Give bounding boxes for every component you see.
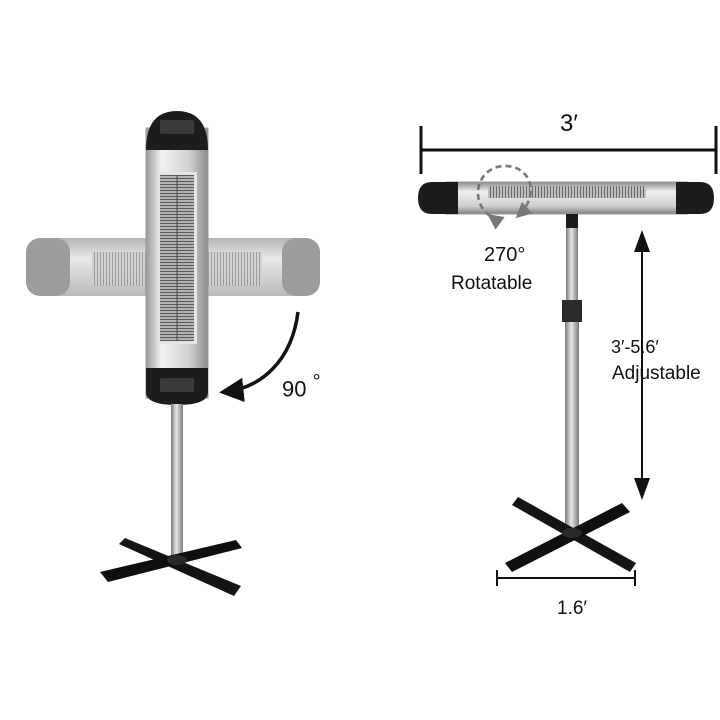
width-dimension [419, 126, 718, 174]
height-clamp [562, 300, 582, 322]
height-range-label: 3′-5.6′ [611, 337, 659, 357]
rotate-90-arrow [219, 311, 300, 403]
vertical-heater [145, 111, 209, 405]
rotate-angle-label: 90 ° [282, 371, 321, 402]
upper-pole [566, 228, 578, 318]
height-dimension [634, 230, 650, 500]
height-text-label: Adjustable [612, 363, 701, 384]
swivel-arrow [476, 164, 533, 230]
width-label: 3′ [560, 110, 578, 137]
left-cap [418, 182, 458, 214]
right-cap [676, 182, 714, 214]
lower-pole [565, 322, 579, 530]
swivel-angle-label: 270° [484, 244, 526, 266]
left-pole [171, 404, 183, 560]
left-heater [26, 111, 320, 596]
right-heater [418, 126, 718, 586]
base-width-label: 1.6′ [557, 598, 587, 619]
degree-symbol: ° [312, 371, 321, 393]
right-cross-base [505, 497, 636, 572]
swivel-text-label: Rotatable [451, 273, 533, 294]
base-width-dimension [496, 570, 636, 586]
left-cross-base [100, 538, 242, 596]
mount-bracket [566, 214, 578, 228]
horizontal-heater [418, 181, 714, 215]
